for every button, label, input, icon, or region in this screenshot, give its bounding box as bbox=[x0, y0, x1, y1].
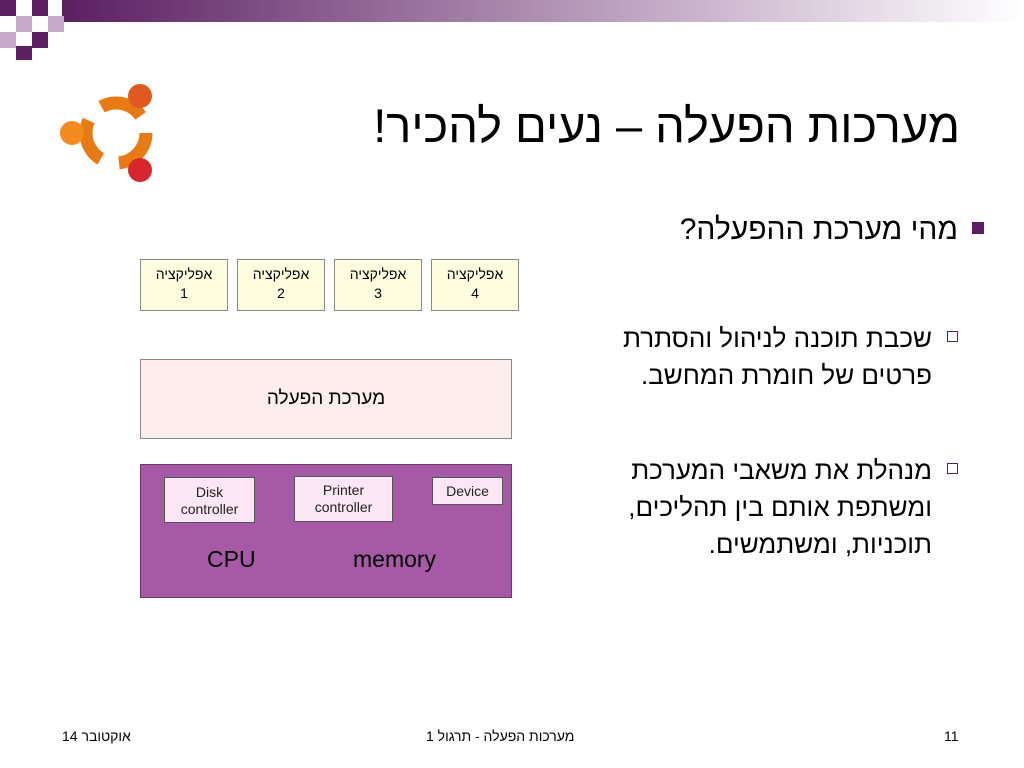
sub-bullet-2-text: מנהלת את משאבי המערכת ומשתפת אותם בין תה… bbox=[628, 455, 932, 559]
header-decoration bbox=[0, 0, 1024, 60]
sub-bullet-1: שכבת תוכנה לניהול והסתרת פרטים של חומרת … bbox=[602, 320, 958, 394]
main-bullet-text: מהי מערכת ההפעלה? bbox=[679, 213, 958, 246]
memory-label: memory bbox=[353, 546, 437, 572]
printer-controller-line1: Printer bbox=[322, 482, 365, 498]
app-box-2: אפליקציה 2 bbox=[237, 259, 325, 311]
app-label: אפליקציה bbox=[252, 266, 310, 282]
disk-controller-line2: controller bbox=[180, 501, 239, 517]
app-box-1: אפליקציה 1 bbox=[140, 259, 228, 311]
app-number: 2 bbox=[277, 285, 285, 301]
footer-course: מערכות הפעלה - תרגול 1 bbox=[426, 728, 575, 744]
sub-bullet-1-text: שכבת תוכנה לניהול והסתרת פרטים של חומרת … bbox=[623, 323, 932, 390]
app-number: 3 bbox=[374, 285, 382, 301]
printer-controller-line2: controller bbox=[314, 499, 373, 515]
os-layer-box: מערכת הפעלה bbox=[140, 359, 512, 439]
sub-bullet-2: מנהלת את משאבי המערכת ומשתפת אותם בין תה… bbox=[592, 452, 958, 563]
ubuntu-logo-icon bbox=[60, 84, 153, 182]
app-number: 1 bbox=[180, 285, 188, 301]
hollow-square-bullet-icon bbox=[947, 463, 958, 474]
slide-title: מערכות הפעלה – נעים להכיר! bbox=[373, 99, 960, 152]
app-label: אפליקציה bbox=[349, 266, 407, 282]
app-box-3: אפליקציה 3 bbox=[334, 259, 422, 311]
hollow-square-bullet-icon bbox=[947, 331, 958, 342]
square-bullet-icon bbox=[972, 222, 984, 235]
device-box: Device bbox=[432, 477, 503, 505]
page-number: 11 bbox=[944, 728, 959, 744]
app-label: אפליקציה bbox=[155, 266, 213, 282]
app-number: 4 bbox=[471, 285, 479, 301]
disk-controller-line1: Disk bbox=[195, 484, 224, 500]
main-bullet: מהי מערכת ההפעלה? bbox=[564, 210, 984, 250]
app-label: אפליקציה bbox=[446, 266, 504, 282]
printer-controller-box: Printer controller bbox=[294, 476, 393, 522]
hardware-layer-box: Disk controller Printer controller Devic… bbox=[140, 464, 512, 598]
footer-date: אוקטובר 14 bbox=[62, 728, 131, 744]
app-box-4: אפליקציה 4 bbox=[431, 259, 519, 311]
disk-controller-box: Disk controller bbox=[164, 477, 255, 523]
cpu-label: CPU bbox=[207, 546, 256, 572]
